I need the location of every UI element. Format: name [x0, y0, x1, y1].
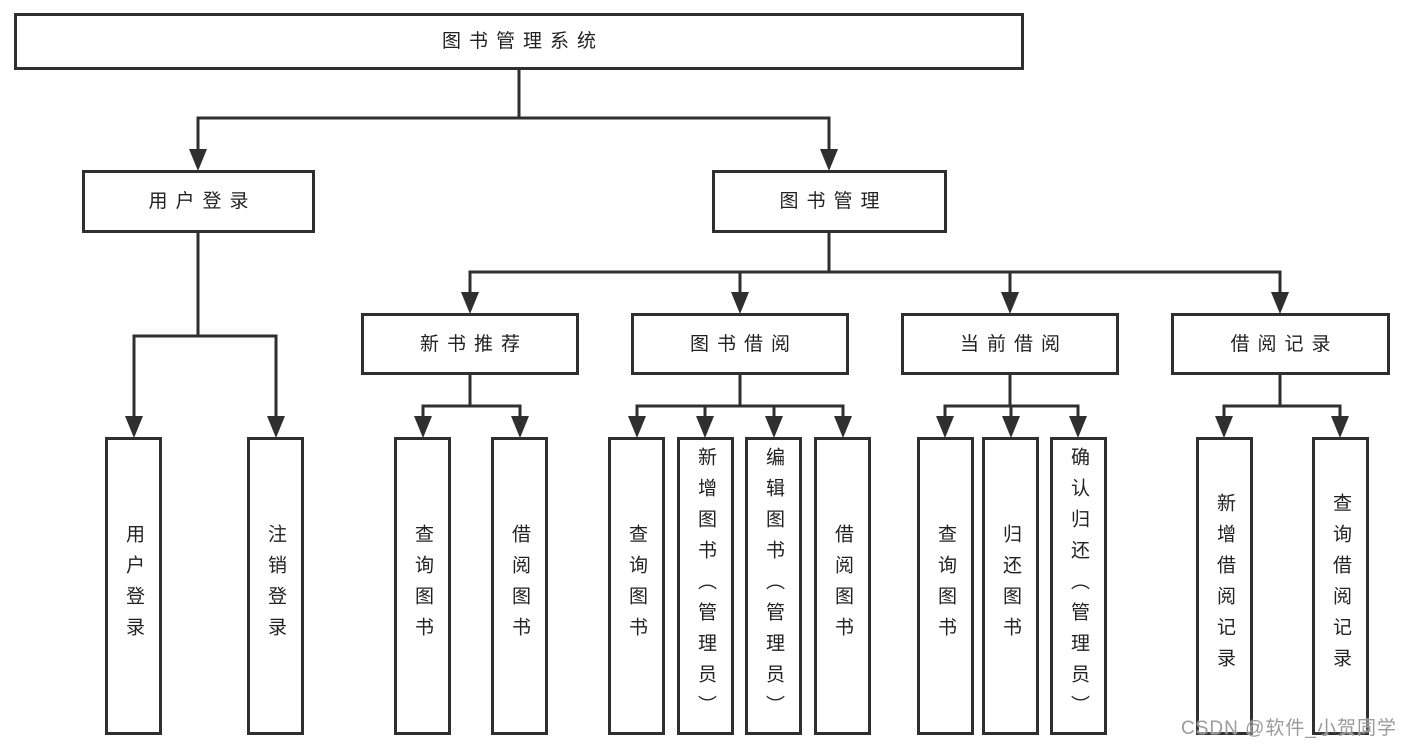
leaf-confirm-return-admin: 确认归还（管理员） — [1050, 437, 1107, 735]
node-current-borrow-label: 当前借阅 — [959, 333, 1068, 355]
leaf-query-books-current-label: 查询图书 — [935, 524, 956, 648]
leaf-borrow-books-recommend: 借阅图书 — [491, 437, 548, 735]
node-book-management-label: 图书管理 — [779, 191, 888, 212]
csdn-watermark: CSDN @软件_小贺同学 — [1181, 718, 1397, 739]
leaf-query-books-recommend: 查询图书 — [394, 437, 451, 735]
leaf-borrow-books-label: 借阅图书 — [832, 524, 853, 648]
leaf-borrow-books: 借阅图书 — [814, 437, 871, 735]
node-new-book-recommend: 新书推荐 — [361, 313, 579, 375]
leaf-user-login-label: 用户登录 — [123, 524, 144, 648]
node-user-login-label: 用户登录 — [148, 191, 257, 212]
node-system-root: 图书管理系统 — [14, 13, 1024, 70]
node-user-login: 用户登录 — [82, 170, 315, 233]
leaf-add-books-admin-label: 新增图书（管理员） — [695, 446, 716, 726]
node-new-book-recommend-label: 新书推荐 — [419, 333, 528, 355]
leaf-add-borrow-record-label: 新增借阅记录 — [1214, 493, 1235, 679]
leaf-query-books-recommend-label: 查询图书 — [412, 524, 433, 648]
leaf-add-borrow-record: 新增借阅记录 — [1196, 437, 1253, 735]
node-borrow-records-label: 借阅记录 — [1230, 333, 1339, 355]
node-borrow-records: 借阅记录 — [1171, 313, 1390, 375]
leaf-confirm-return-admin-label: 确认归还（管理员） — [1068, 446, 1089, 726]
leaf-logout: 注销登录 — [247, 437, 304, 735]
leaf-edit-books-admin: 编辑图书（管理员） — [745, 437, 802, 735]
node-book-borrow: 图书借阅 — [631, 313, 849, 375]
node-book-borrow-label: 图书借阅 — [689, 333, 798, 355]
leaf-add-books-admin: 新增图书（管理员） — [677, 437, 734, 735]
leaf-return-books: 归还图书 — [982, 437, 1039, 735]
node-current-borrow: 当前借阅 — [901, 313, 1119, 375]
leaf-query-borrow-record: 查询借阅记录 — [1312, 437, 1369, 735]
node-system-root-label: 图书管理系统 — [441, 31, 604, 52]
leaf-query-borrow-record-label: 查询借阅记录 — [1330, 493, 1351, 679]
leaf-return-books-label: 归还图书 — [1000, 524, 1021, 648]
leaf-logout-label: 注销登录 — [265, 524, 286, 648]
leaf-edit-books-admin-label: 编辑图书（管理员） — [763, 446, 784, 726]
leaf-borrow-books-recommend-label: 借阅图书 — [509, 524, 530, 648]
leaf-query-books-borrow-label: 查询图书 — [626, 524, 647, 648]
leaf-user-login: 用户登录 — [105, 437, 162, 735]
node-book-management: 图书管理 — [712, 170, 947, 233]
leaf-query-books-current: 查询图书 — [917, 437, 974, 735]
leaf-query-books-borrow: 查询图书 — [608, 437, 665, 735]
